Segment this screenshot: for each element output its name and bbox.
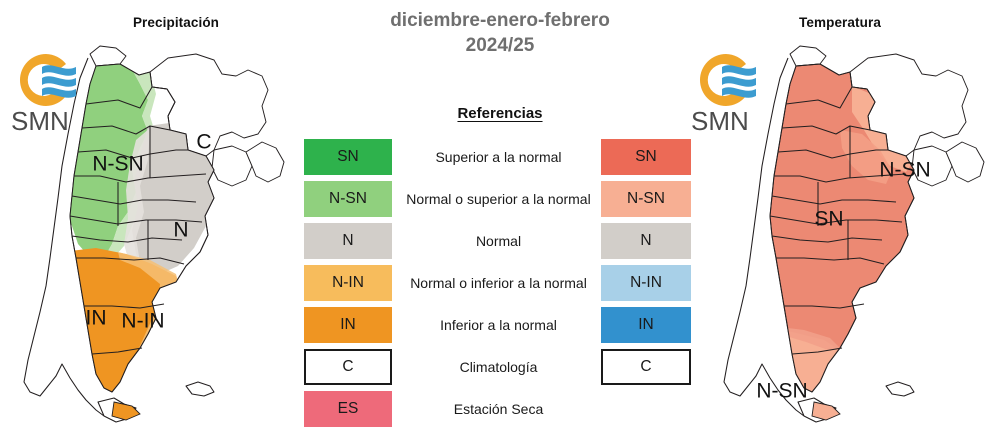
map-label-precip-0: N-SN bbox=[92, 153, 143, 176]
legend-description-6: Estación Seca bbox=[453, 401, 544, 417]
legend-row: N Normal N bbox=[296, 222, 706, 262]
precipitation-map[interactable]: N-SN C N IN N-IN bbox=[0, 30, 300, 430]
smn-logo-text: SMN bbox=[691, 106, 749, 136]
references-title: Referencias bbox=[457, 105, 543, 122]
legend-description-4: Inferior a la normal bbox=[440, 317, 557, 333]
precipitation-panel-title: Precipitación bbox=[132, 15, 220, 30]
province-boundaries bbox=[69, 63, 215, 393]
tierra-del-fuego-region bbox=[811, 401, 841, 421]
region-n-sn-temperature-ne2 bbox=[840, 130, 892, 184]
map-label-temp-2: N-SN bbox=[756, 380, 807, 403]
map-label-temp-0: N-SN bbox=[879, 159, 930, 182]
smn-logo-left: SMN bbox=[8, 48, 94, 136]
legend-swatch-temp-n-sn[interactable]: N-SN bbox=[601, 181, 691, 217]
legend-swatch-precip-c[interactable]: C bbox=[304, 349, 392, 385]
legend-description-5: Climatología bbox=[459, 359, 538, 375]
legend-description-2: Normal bbox=[475, 233, 522, 249]
region-n-sn-temperature-south-feather bbox=[772, 326, 840, 350]
map-label-precip-4: N-IN bbox=[121, 310, 164, 333]
legend-swatch-temp-c[interactable]: C bbox=[601, 349, 691, 385]
legend-row: N-SN Normal o superior a la normal N-SN bbox=[296, 180, 706, 220]
region-n-precipitation bbox=[132, 122, 214, 274]
legend-description-1: Normal o superior a la normal bbox=[406, 191, 591, 207]
temperature-map[interactable]: N-SN SN N-SN bbox=[700, 30, 1000, 430]
legend-swatch-precip-in[interactable]: IN bbox=[304, 307, 392, 343]
season-line-2: 2024/25 bbox=[465, 35, 535, 57]
map-label-precip-1: C bbox=[196, 131, 211, 154]
legend-swatch-precip-es[interactable]: ES bbox=[304, 391, 392, 427]
neighbour-countries bbox=[789, 45, 985, 187]
legend-description-3: Normal o inferior a la normal bbox=[410, 275, 587, 291]
smn-waves-icon bbox=[42, 65, 76, 98]
season-header: diciembre-enero-febrero 2024/25 bbox=[330, 8, 670, 58]
legend-swatch-precip-sn[interactable]: SN bbox=[304, 139, 392, 175]
legend-swatch-temp-in[interactable]: IN bbox=[601, 307, 691, 343]
smn-logo-right: SMN bbox=[688, 48, 774, 136]
province-boundaries bbox=[769, 63, 915, 393]
legend-row: N-IN Normal o inferior a la normal N-IN bbox=[296, 264, 706, 304]
legend-swatch-precip-n-in[interactable]: N-IN bbox=[304, 265, 392, 301]
region-n-precipitation-feather bbox=[124, 128, 150, 266]
map-label-precip-2: N bbox=[173, 219, 188, 242]
legend-swatch-precip-n-sn[interactable]: N-SN bbox=[304, 181, 392, 217]
smn-logo-text: SMN bbox=[11, 106, 69, 136]
legend-row: C Climatología C bbox=[296, 348, 706, 388]
legend: SN Superior a la normal SN N-SN Normal o… bbox=[296, 138, 706, 432]
legend-description-0: Superior a la normal bbox=[435, 149, 562, 165]
tierra-del-fuego-region bbox=[111, 401, 141, 421]
legend-row: ES Estación Seca bbox=[296, 390, 706, 430]
chile-coastline bbox=[723, 57, 805, 417]
neighbour-countries bbox=[89, 45, 285, 187]
legend-row: SN Superior a la normal SN bbox=[296, 138, 706, 178]
legend-swatch-temp-n-in[interactable]: N-IN bbox=[601, 265, 691, 301]
map-label-temp-1: SN bbox=[814, 208, 843, 231]
legend-swatch-temp-sn[interactable]: SN bbox=[601, 139, 691, 175]
malvinas-islands bbox=[885, 381, 915, 397]
malvinas-islands bbox=[185, 381, 215, 397]
temperature-panel-title: Temperatura bbox=[799, 15, 881, 30]
legend-swatch-temp-n[interactable]: N bbox=[601, 223, 691, 259]
chile-coastline bbox=[23, 57, 105, 417]
legend-swatch-precip-n[interactable]: N bbox=[304, 223, 392, 259]
season-line-1: diciembre-enero-febrero bbox=[390, 10, 610, 31]
map-label-precip-3: IN bbox=[86, 307, 107, 330]
legend-row: IN Inferior a la normal IN bbox=[296, 306, 706, 346]
smn-waves-icon bbox=[722, 65, 756, 98]
